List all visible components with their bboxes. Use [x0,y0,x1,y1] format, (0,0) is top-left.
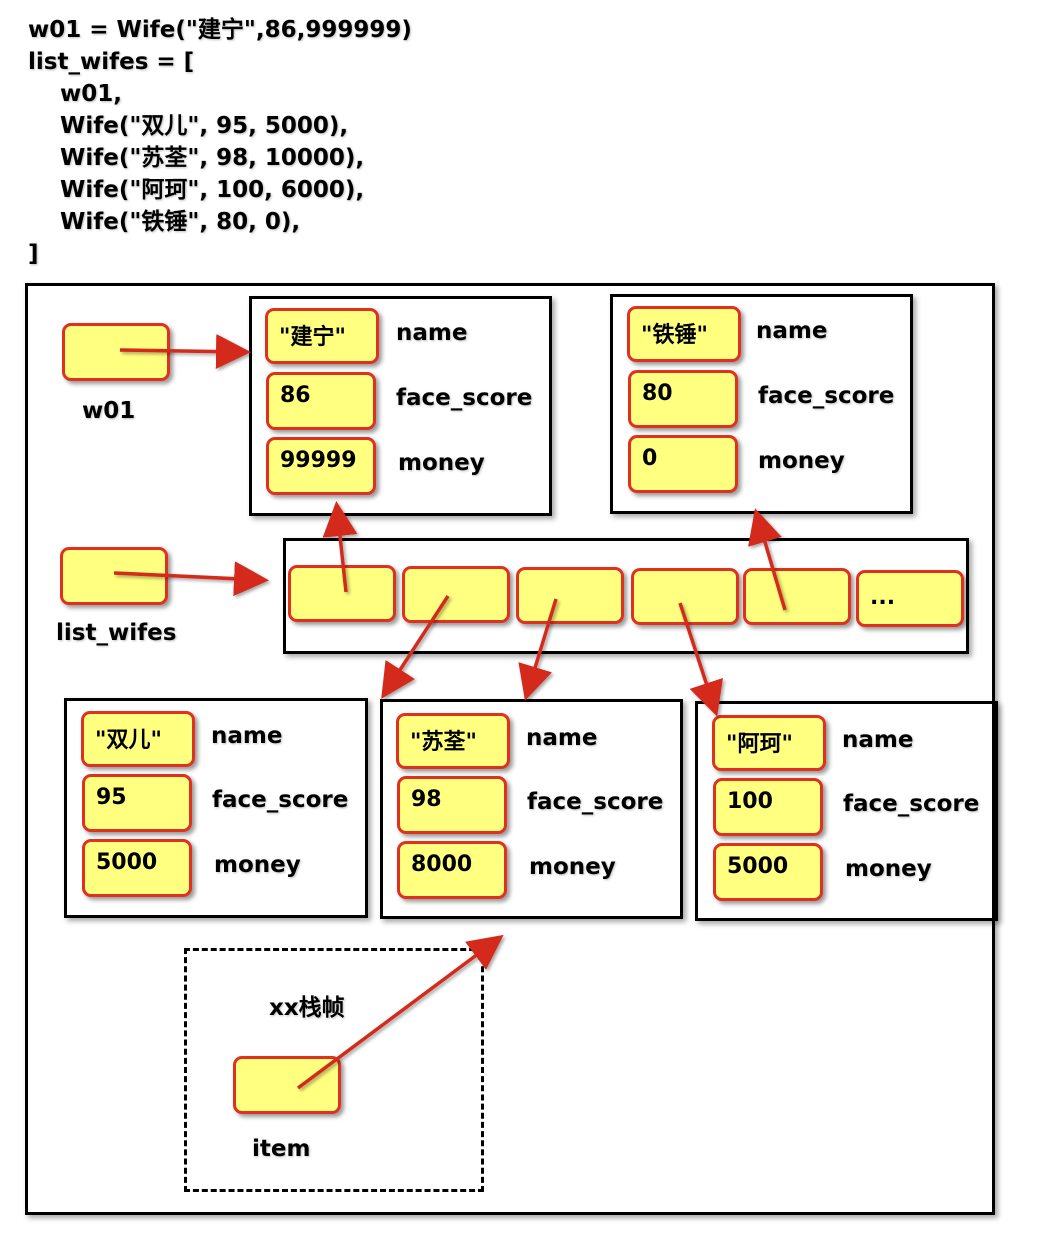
code-line: ] [28,241,39,267]
arrow-list-wifes-to-list [113,561,269,597]
object-ake [695,701,998,921]
stack-frame-label: xx栈帧 [269,995,345,1021]
list-slot-4 [743,568,851,625]
code-line: list_wifes = [ [28,49,195,75]
jianning-money-label: money [398,450,485,476]
ake-face-score-label: face_score [843,791,980,817]
jianning-name-label: name [396,320,468,346]
suquan-money-label: money [529,854,616,880]
memory-frame [25,283,995,1215]
code-line: Wife("双儿", 95, 5000), [60,113,349,139]
tiechui-name-cell: "铁锤" [627,306,741,362]
object-shuanger [64,698,368,918]
list-slot-2 [516,567,624,624]
w01-variable-label: w01 [82,398,136,424]
tiechui-name-label: name [756,318,828,344]
ake-name-cell: "阿珂" [712,715,826,771]
shuanger-money-label: money [214,852,301,878]
stack-frame [184,948,484,1192]
arrow-slot2-to-suquan [518,598,558,701]
list-slot-more: ... [856,570,964,627]
suquan-name-cell: "苏荃" [396,713,510,769]
arrow-slot3-to-ake [678,602,723,717]
tiechui-face-score-label: face_score [758,383,895,409]
shuanger-face-score-cell: 95 [82,774,192,832]
shuanger-money-cell: 5000 [82,839,192,897]
arrow-w01-to-jianning [119,334,251,370]
tiechui-face-score-cell: 80 [628,370,738,428]
suquan-money-cell: 8000 [397,841,507,899]
list-object [283,538,969,654]
list-slot-0 [288,565,396,622]
ake-name-label: name [842,727,914,753]
ake-money-cell: 5000 [713,843,823,901]
suquan-face-score-label: face_score [527,789,664,815]
code-line: w01 = Wife("建宁",86,999999) [28,17,412,43]
object-jianning [249,296,552,516]
code-line: Wife("阿珂", 100, 6000), [60,177,365,203]
arrow-item-to-suquan [296,934,504,1090]
arrow-slot1-to-shuanger [381,595,450,699]
arrow-slot4-to-tiechui [748,508,787,611]
tiechui-money-label: money [758,448,845,474]
shuanger-name-cell: "双儿" [81,711,195,767]
suquan-face-score-cell: 98 [397,776,507,834]
ake-money-label: money [845,856,932,882]
list-wifes-variable-label: list_wifes [56,620,177,646]
shuanger-name-label: name [211,723,283,749]
code-line: Wife("铁锤", 80, 0), [60,209,301,235]
tiechui-money-cell: 0 [628,435,738,493]
code-listing: w01 = Wife("建宁",86,999999) list_wifes = … [28,14,412,270]
jianning-face-score-label: face_score [396,385,533,411]
code-line: w01, [60,81,122,107]
jianning-money-cell: 99999 [266,437,376,495]
suquan-name-label: name [526,725,598,751]
item-variable-cell [233,1056,341,1114]
item-variable-label: item [252,1136,311,1162]
arrow-slot0-to-jianning [322,501,358,593]
shuanger-face-score-label: face_score [212,787,349,813]
w01-variable-cell [62,323,170,381]
code-line: Wife("苏荃", 98, 10000), [60,145,365,171]
ake-face-score-cell: 100 [713,778,823,836]
jianning-name-cell: "建宁" [265,308,379,364]
jianning-face-score-cell: 86 [266,372,376,430]
list-slot-1 [402,566,510,623]
